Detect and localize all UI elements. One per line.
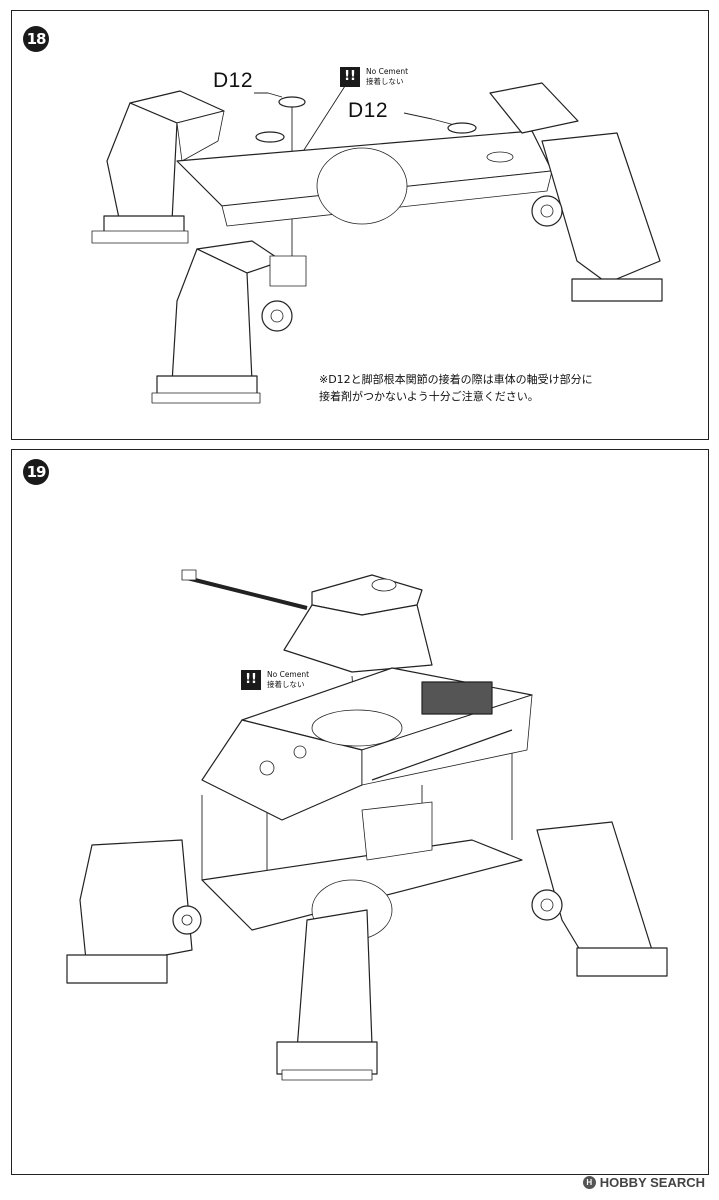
turret-gun-barrel	[186, 576, 308, 610]
foot-right	[576, 947, 668, 977]
foot-left	[66, 954, 168, 984]
step-18-illustration	[91, 82, 663, 404]
step-19-panel: 19	[11, 449, 709, 1175]
double-exclamation-icon: !!	[241, 670, 261, 690]
step-19-illustration	[66, 569, 668, 1081]
watermark: H HOBBY SEARCH	[582, 1175, 705, 1190]
joint-block	[269, 255, 307, 287]
leg-left	[79, 839, 193, 971]
no-cement-en: No Cement	[366, 67, 409, 76]
step-18-note: ※D12と脚部根本関節の接着の際は車体の軸受け部分に 接着剤がつかないよう十分ご…	[319, 371, 593, 405]
leg-front	[296, 909, 373, 1051]
step-19-badge: 19	[23, 459, 49, 485]
turret-cupola	[371, 578, 397, 592]
no-cement-en: No Cement	[267, 670, 310, 679]
leg-upper-right-top	[489, 82, 579, 134]
turret-body	[283, 604, 433, 673]
leg-upper-left	[106, 102, 178, 224]
turret-ring	[311, 709, 403, 747]
d12-leader-left	[254, 92, 283, 98]
tow-cable	[371, 729, 513, 781]
engine-deck-grille	[421, 681, 493, 715]
part-label-d12-left: D12	[213, 69, 254, 92]
muzzle-brake	[181, 569, 197, 581]
nocement-leader	[301, 85, 346, 154]
part-d12-right	[447, 122, 477, 134]
note-line-2: 接着剤がつかないよう十分ご注意ください。	[319, 390, 539, 403]
no-cement-ja: 接着しない	[366, 77, 404, 86]
lower-hull-box	[361, 801, 433, 861]
step-18-panel: 18 D12 D12 !!	[11, 10, 709, 440]
step-18-no-cement: !! No Cement 接着しない	[340, 67, 408, 87]
no-cement-ja: 接着しない	[267, 680, 305, 689]
part-label-d12-right: D12	[348, 99, 389, 122]
leg-lower-front	[171, 248, 253, 384]
part-d12-left-floating	[278, 96, 306, 108]
hull-center-wheel	[316, 147, 408, 225]
step-18-badge: 18	[23, 26, 49, 52]
foot-front	[276, 1041, 378, 1075]
watermark-text: HOBBY SEARCH	[599, 1175, 705, 1190]
hobby-search-logo: H	[582, 1176, 596, 1189]
double-exclamation-icon: !!	[340, 67, 360, 87]
note-line-1: ※D12と脚部根本関節の接着の際は車体の軸受け部分に	[319, 373, 593, 386]
step-19-no-cement: !! No Cement 接着しない	[241, 670, 309, 690]
leg-upper-right	[541, 132, 661, 284]
foot-upper-right	[571, 278, 663, 302]
part-d12-left-mounted	[255, 131, 285, 143]
